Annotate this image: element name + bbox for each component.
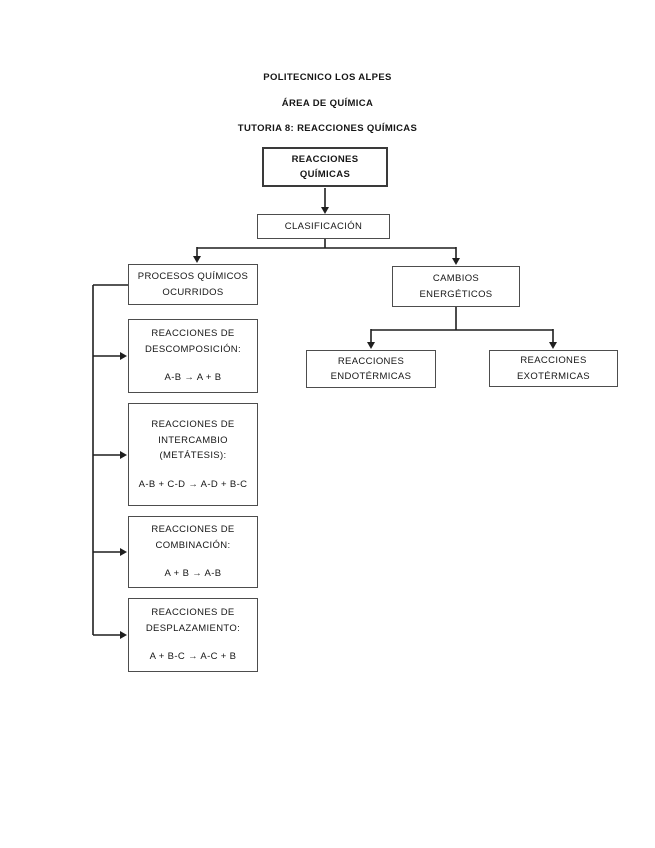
node-reacciones-desplazamiento: REACCIONES DE DESPLAZAMIENTO: A + B-C → … bbox=[128, 598, 258, 672]
node-label-line: ENERGÉTICOS bbox=[419, 288, 493, 300]
node-reacciones-descomposicion: REACCIONES DE DESCOMPOSICIÓN: A-B → A + … bbox=[128, 319, 258, 393]
node-procesos-quimicos: PROCESOS QUÍMICOS OCURRIDOS bbox=[128, 264, 258, 305]
cambios-branch-connector bbox=[367, 307, 557, 349]
procesos-rail-connector bbox=[92, 284, 128, 639]
node-label-line: REACCIONES DE bbox=[151, 419, 235, 430]
reaction-formula: A-B → A + B bbox=[164, 372, 222, 384]
node-label-line: CLASIFICACIÓN bbox=[284, 220, 363, 232]
node-label-line: REACCIONES bbox=[337, 355, 405, 367]
root-to-clasificacion-arrow bbox=[321, 188, 329, 214]
reaction-formula: A + B-C → A-C + B bbox=[149, 651, 237, 663]
node-label-line: ENDOTÉRMICAS bbox=[330, 371, 412, 382]
reaction-formula: A + B → A-B bbox=[164, 568, 222, 580]
node-label-line: DESPLAZAMIENTO: bbox=[145, 622, 241, 634]
node-label-line: REACCIONES bbox=[291, 153, 359, 165]
node-reacciones-exotermicas: REACCIONES EXOTÉRMICAS bbox=[489, 350, 618, 387]
node-label-line: EXOTÉRMICAS bbox=[517, 370, 590, 382]
node-label-line: REACCIONES bbox=[520, 355, 587, 366]
node-label-line: REACCIONES DE bbox=[151, 524, 235, 536]
header-department: ÁREA DE QUÍMICA bbox=[281, 98, 374, 109]
node-label-line: CAMBIOS bbox=[432, 273, 480, 284]
node-label-line: REACCIONES DE bbox=[151, 328, 235, 340]
header-institution: POLITECNICO LOS ALPES bbox=[263, 72, 392, 83]
node-label-line: OCURRIDOS bbox=[162, 286, 224, 298]
node-reacciones-combinacion: REACCIONES DE COMBINACIÓN: A + B → A-B bbox=[128, 516, 258, 588]
node-label-line: DESCOMPOSICIÓN: bbox=[144, 343, 242, 355]
header-tutorial-title: TUTORIA 8: REACCIONES QUÍMICAS bbox=[237, 123, 418, 134]
node-reacciones-endotermicas: REACCIONES ENDOTÉRMICAS bbox=[306, 350, 436, 388]
node-label-line: COMBINACIÓN: bbox=[155, 539, 231, 551]
node-label-line: INTERCAMBIO bbox=[158, 434, 228, 446]
node-reacciones-intercambio: REACCIONES DE INTERCAMBIO (METÁTESIS): A… bbox=[128, 403, 258, 506]
node-reacciones-quimicas: REACCIONES QUÍMICAS bbox=[262, 147, 388, 187]
node-label-line: QUÍMICAS bbox=[299, 169, 351, 180]
node-label-line: REACCIONES DE bbox=[151, 607, 235, 619]
node-clasificacion: CLASIFICACIÓN bbox=[257, 214, 390, 239]
node-cambios-energeticos: CAMBIOS ENERGÉTICOS bbox=[392, 266, 520, 307]
reaction-formula: A-B + C-D → A-D + B-C bbox=[138, 478, 248, 490]
node-label-line: (METÁTESIS): bbox=[159, 450, 227, 461]
node-label-line: PROCESOS QUÍMICOS bbox=[137, 271, 249, 282]
clasificacion-branch-connector bbox=[193, 239, 460, 265]
